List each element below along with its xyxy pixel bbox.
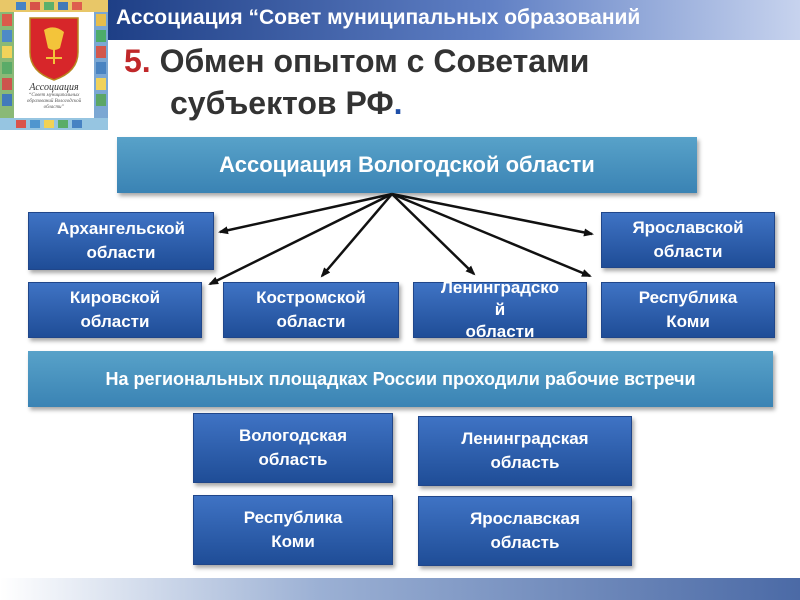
region-yaroslavl: Ярославской области [601,212,775,268]
arrow-to-kirov [208,192,393,286]
region-kostroma: Костромской области [223,282,399,338]
slide-title-line2: субъектов РФ [170,85,394,121]
slide-title-line1: Обмен опытом с Советами [159,43,590,79]
arrow-to-komi [391,192,592,278]
main-box-vologda-association: Ассоциация Вологодской области [117,137,697,193]
meeting-vologda-label: Вологодская область [238,426,348,469]
region-leningrad: Ленинградско й области [413,278,587,341]
coat-of-arms-logo: Ассоциация “Совет муниципальных образова… [0,0,108,130]
region-komi-label: Республика Коми [638,288,738,331]
meeting-leningrad: Ленинградская область [418,416,632,486]
region-komi: Республика Коми [601,282,775,338]
slide-title-dot: . [393,85,403,121]
region-arkhangelsk-label: Архангельской области [57,219,185,262]
meeting-leningrad-label: Ленинградская область [461,429,589,472]
header-bar [108,0,800,40]
slide-title-line2-wrap: субъектов РФ. [124,82,589,124]
logo-caption: Ассоциация “Совет муниципальных образова… [16,82,92,111]
region-yaroslavl-label: Ярославской области [632,218,744,261]
meeting-yaroslavl: Ярославская область [418,496,632,566]
slide-title: 5. Обмен опытом с Советами субъектов РФ. [124,40,589,124]
meeting-yaroslavl-label: Ярославская область [470,509,580,552]
meeting-komi-label: Республика Коми [243,508,343,551]
header-title: Ассоциация “Совет муниципальных образова… [116,6,641,29]
region-kostroma-label: Костромской области [256,288,366,331]
slide-number: 5. [124,43,151,79]
logo-subtitle: “Совет муниципальных образований Вологод… [26,93,82,110]
region-arkhangelsk: Архангельской области [28,212,214,270]
coat-of-arms-icon [0,0,108,130]
bottom-decor-bar [0,578,800,600]
meeting-vologda: Вологодская область [193,413,393,483]
region-kirov: Кировской области [28,282,202,338]
meeting-komi: Республика Коми [193,495,393,565]
region-leningrad-label: Ленинградско й области [441,278,559,341]
arrow-to-kostroma [320,193,393,278]
meetings-banner: На региональных площадках России проходи… [28,351,773,407]
arrow-to-yaroslavl [391,192,594,237]
region-kirov-label: Кировской области [69,288,161,331]
arrow-to-leningrad [391,193,476,276]
arrow-to-arkhangelsk [218,192,393,235]
logo-name: Ассоциация [29,82,79,93]
